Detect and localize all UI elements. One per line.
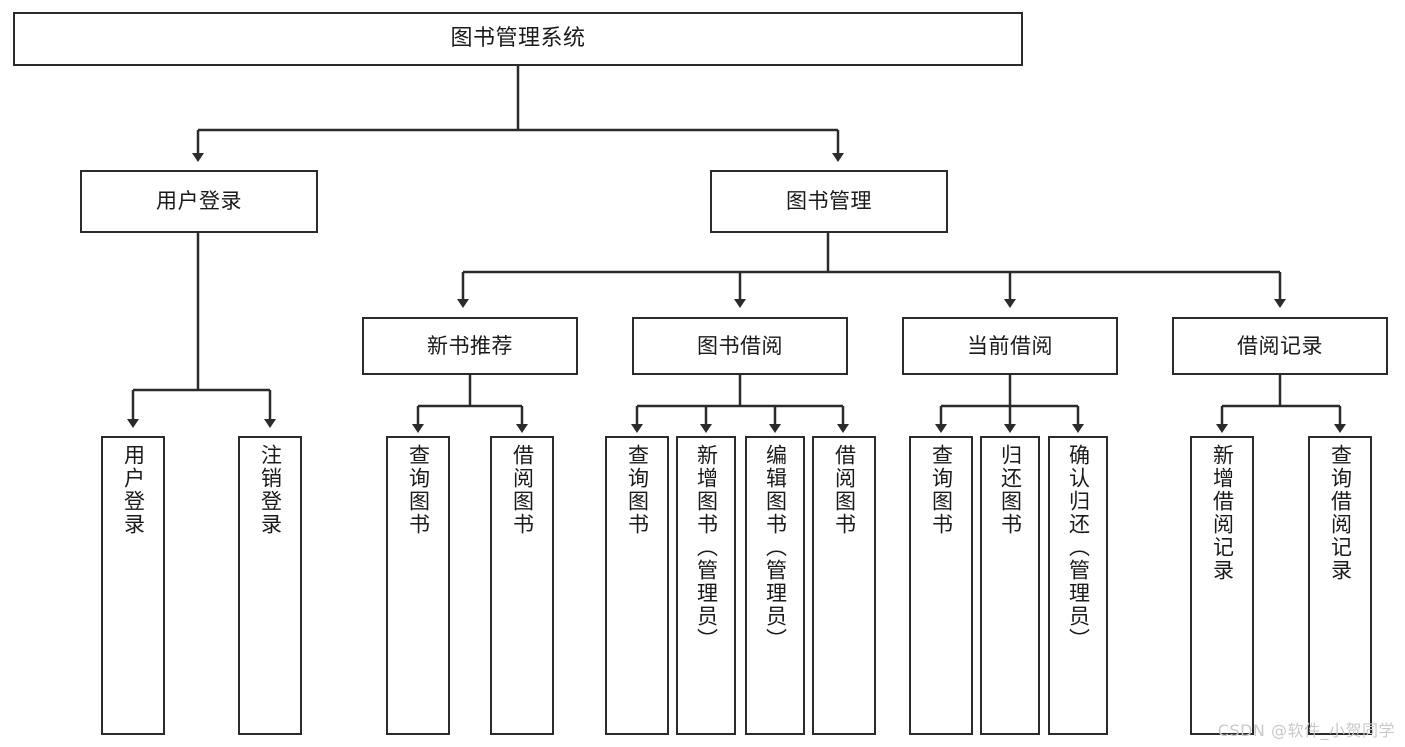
leaf-query-book-borrow[interactable]: 查询图书 [605, 436, 669, 735]
node-label: 新增图书（管理员） [694, 444, 719, 651]
node-label: 查询借阅记录 [1328, 444, 1353, 582]
node-label: 归还图书 [998, 444, 1023, 536]
leaf-query-book-current[interactable]: 查询图书 [909, 436, 973, 735]
leaf-add-borrow-record[interactable]: 新增借阅记录 [1190, 436, 1254, 735]
node-label: 图书管理系统 [450, 26, 586, 52]
node-label: 查询图书 [406, 444, 431, 536]
node-root-book-management-system[interactable]: 图书管理系统 [13, 12, 1023, 66]
leaf-confirm-return-admin[interactable]: 确认归还（管理员） [1048, 436, 1108, 735]
csdn-watermark: CSDN @软件_小贺同学 [1217, 721, 1395, 740]
node-label: 注销登录 [258, 444, 283, 536]
node-label: 新增借阅记录 [1210, 444, 1235, 582]
leaf-logout[interactable]: 注销登录 [238, 436, 302, 735]
node-label: 确认归还（管理员） [1066, 444, 1091, 651]
node-label: 新书推荐 [427, 333, 513, 358]
node-borrow-record[interactable]: 借阅记录 [1172, 317, 1388, 375]
node-label: 编辑图书（管理员） [763, 444, 788, 651]
node-label: 图书管理 [786, 189, 872, 214]
node-book-management[interactable]: 图书管理 [710, 170, 948, 233]
node-label: 借阅记录 [1237, 333, 1323, 358]
node-label: 用户登录 [156, 189, 242, 214]
node-new-book-recommend[interactable]: 新书推荐 [362, 317, 578, 375]
node-label: 图书借阅 [697, 333, 783, 358]
leaf-borrow-book-recommend[interactable]: 借阅图书 [490, 436, 554, 735]
leaf-query-borrow-record[interactable]: 查询借阅记录 [1308, 436, 1372, 735]
leaf-edit-book-admin[interactable]: 编辑图书（管理员） [745, 436, 805, 735]
node-user-login[interactable]: 用户登录 [80, 170, 318, 233]
node-label: 用户登录 [121, 444, 146, 536]
leaf-return-book[interactable]: 归还图书 [980, 436, 1040, 735]
leaf-query-book-recommend[interactable]: 查询图书 [386, 436, 450, 735]
node-label: 查询图书 [625, 444, 650, 536]
node-book-borrow[interactable]: 图书借阅 [632, 317, 848, 375]
node-label: 借阅图书 [510, 444, 535, 536]
leaf-user-login[interactable]: 用户登录 [101, 436, 165, 735]
node-label: 查询图书 [929, 444, 954, 536]
leaf-add-book-admin[interactable]: 新增图书（管理员） [676, 436, 736, 735]
node-label: 借阅图书 [832, 444, 857, 536]
leaf-borrow-book[interactable]: 借阅图书 [812, 436, 876, 735]
node-label: 当前借阅 [967, 333, 1053, 358]
node-current-borrow[interactable]: 当前借阅 [902, 317, 1118, 375]
